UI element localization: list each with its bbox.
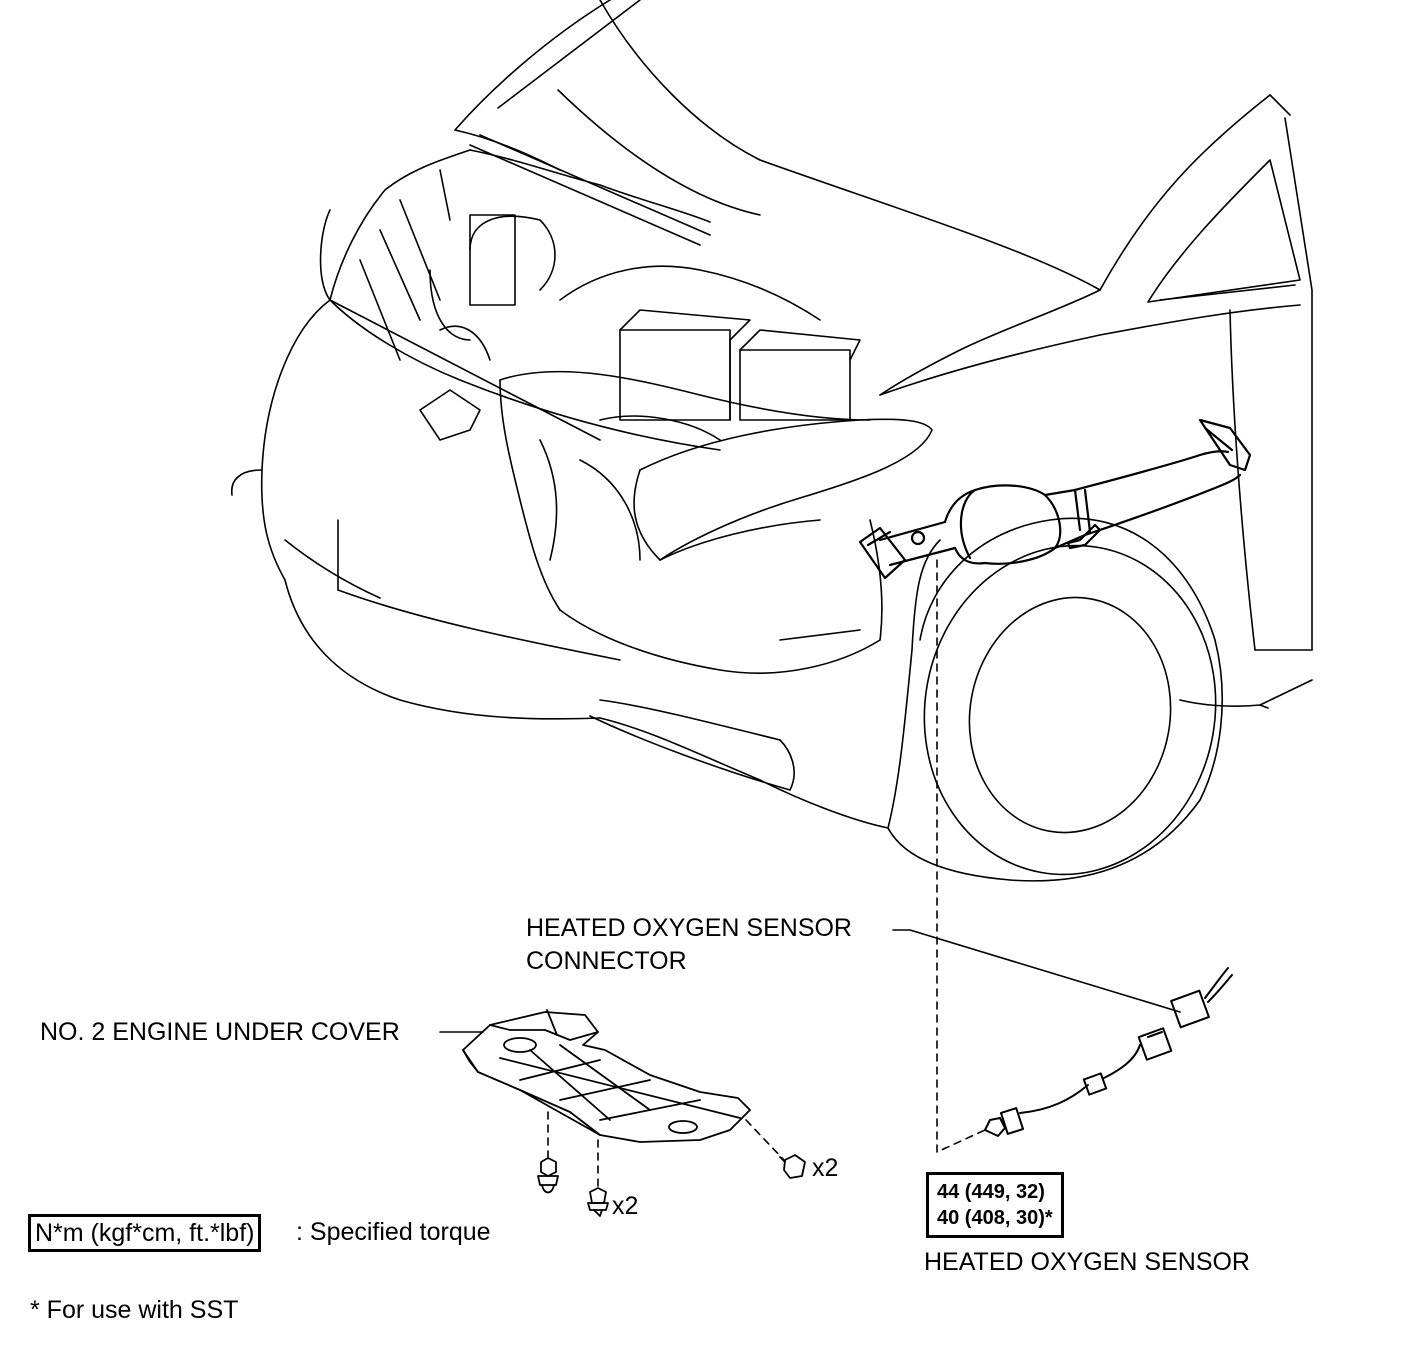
sst-note: * For use with SST (30, 1296, 239, 1324)
torque-unit-legend-desc: : Specified torque (296, 1218, 491, 1246)
dashed-guides (547, 559, 986, 1191)
bolt-quantity: x2 (612, 1192, 639, 1220)
sensor-connector-part (1170, 967, 1233, 1029)
sensor-connector-label-line2: CONNECTOR (526, 947, 687, 975)
torque-unit-legend-box: N*m (kgf*cm, ft.*lbf) (28, 1214, 262, 1252)
clip-fastener (537, 1157, 559, 1194)
torque-spec-line2: 40 (408, 30)* (937, 1207, 1053, 1229)
torque-spec-box: 44 (449, 32) 40 (408, 30)* (926, 1172, 1064, 1238)
torque-spec-line1: 44 (449, 32) (937, 1181, 1045, 1203)
leader-lines (439, 929, 1181, 1033)
sensor-connector-label: HEATED OXYGEN SENSOR CONNECTOR (526, 912, 852, 978)
under-cover-label: NO. 2 ENGINE UNDER COVER (40, 1018, 400, 1046)
bolt-fastener (587, 1187, 609, 1217)
sensor-connector-label-line1: HEATED OXYGEN SENSOR (526, 914, 852, 942)
engine-bay (329, 134, 883, 674)
screw-quantity: x2 (812, 1154, 839, 1182)
vehicle-body (231, 0, 1313, 882)
oxygen-sensor-part (984, 1027, 1173, 1137)
under-cover-part (462, 1009, 751, 1143)
exhaust-pipe (858, 418, 1252, 580)
screw-fastener (779, 1154, 806, 1179)
oxygen-sensor-label: HEATED OXYGEN SENSOR (924, 1248, 1250, 1276)
